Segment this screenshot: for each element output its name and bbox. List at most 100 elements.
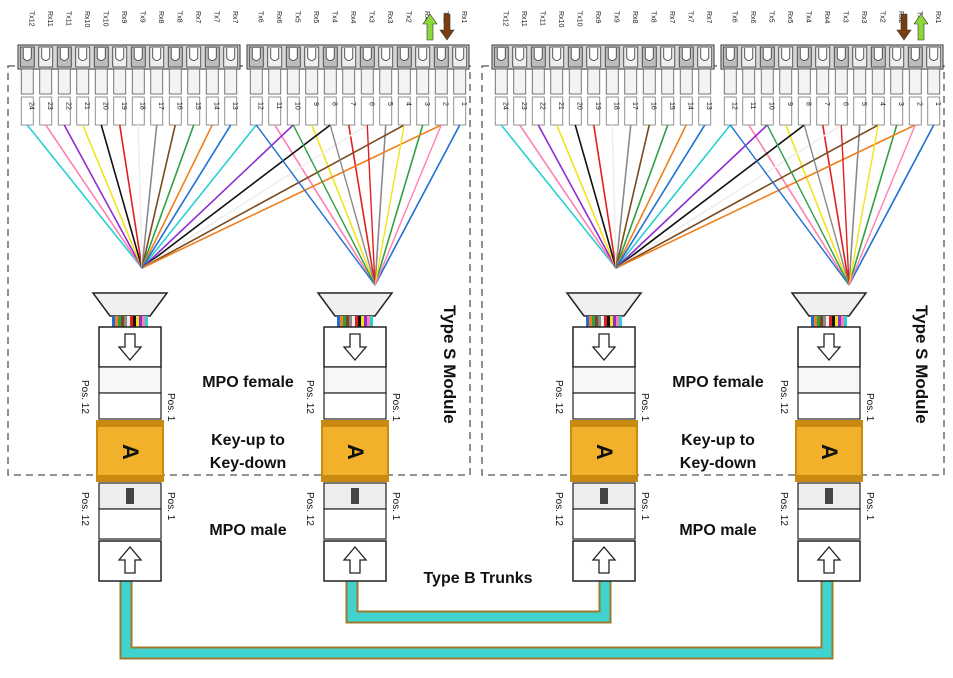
key-up-label: Key-up to [211,432,285,449]
arrow-up-icon [342,545,368,574]
lc-connector [224,68,238,95]
fiber-strand [848,124,861,286]
arrow-down-icon [591,333,617,362]
lc-connector [150,68,164,95]
port-label: Rx7 [668,11,675,24]
port-label: Rx4 [349,11,356,24]
ribbon-fiber [586,316,589,327]
fiber-strand [329,124,376,286]
port-label: Tx9 [138,11,145,23]
fiber-strand [100,124,143,269]
fiber-number: 10 [767,102,774,110]
fiber-number: 22 [64,102,71,110]
adapter-ridge [796,421,862,427]
fiber-strand [785,124,850,286]
fiber-strand [748,124,850,286]
adapter-ridge [322,475,388,481]
fiber-strand [500,124,617,269]
lc-connector [360,68,374,95]
lc-connector [494,68,508,95]
ribbon-fiber [604,316,607,327]
type-b-trunks-label: Type B Trunks [423,570,532,587]
lc-connector [679,68,693,95]
lc-latch [381,48,391,61]
port-label: Rx2 [423,11,430,24]
lc-latch [781,48,791,61]
arrow-up-icon [816,545,842,574]
arrow-up-icon [913,13,929,41]
fiber-number: 20 [575,102,582,110]
type-s-module-left: Tx1224Rx1123Tx1122Rx1021Tx1020Rx919Tx918… [7,11,471,582]
adapter-ridge [97,421,163,427]
ribbon-fiber [841,316,844,327]
arrow-down-icon [117,333,143,362]
arrow-up-icon [117,545,143,574]
fiber-strand [374,124,461,286]
lc-connector [834,68,848,95]
lc-latch [929,48,939,61]
lc-connector [797,68,811,95]
fiber-number: 9 [312,102,319,106]
fiber-number: 21 [83,102,90,110]
lc-adapter-block [246,44,470,70]
lc-latch [362,48,372,61]
mpo-female-ferrule [323,366,387,394]
diagram-labels: MPO female Key-up to Key-down MPO male M… [202,305,931,587]
lc-connector [187,68,201,95]
port-label: Rx5 [312,11,319,24]
lc-connector [286,68,300,95]
key-up-label: Key-up to [681,432,755,449]
port-label: Tx11 [538,11,545,26]
mpo-female-label: MPO female [202,374,294,391]
port-label: Rx7 [705,11,712,24]
fiber-strand [137,124,143,269]
lc-connector [434,68,448,95]
fanout-boot [565,292,643,317]
lc-latch [59,48,69,61]
port-label: Rx7 [231,11,238,24]
port-label: Tx5 [293,11,300,23]
lc-latch [589,48,599,61]
lc-latch [96,48,106,61]
ribbon-fiber [838,316,841,327]
fiber-strand [141,124,405,269]
pos-1-label: Pos. 1 [639,393,650,422]
fiber-number: 6 [367,102,374,106]
fiber-strand [255,124,376,286]
fiber-number: 1 [934,102,941,106]
lc-latch [170,48,180,61]
fiber-number: 20 [101,102,108,110]
lc-connector [642,68,656,95]
fiber-number: 14 [212,102,219,110]
fiber-strand [63,124,143,269]
fiber-number: 17 [157,102,164,110]
port-label: Rx11 [520,11,527,27]
fiber-number: 12 [256,102,263,110]
pos-12-label: Pos. 12 [304,380,315,414]
fiber-number: 16 [649,102,656,110]
port-label: Rx1 [460,11,467,24]
lc-latch [251,48,261,61]
port-label: Tx8 [175,11,182,23]
mpo-male-housing [797,508,861,540]
mpo-male-housing [572,508,636,540]
fiber-strand [574,124,617,269]
ribbon-fiber [145,316,148,327]
port-label: Rx9 [594,11,601,24]
port-label: Rx7 [194,11,201,24]
ribbon-fiber [814,316,817,327]
port-label: Tx5 [767,11,774,23]
fiber-strand [141,124,257,269]
ribbon-fiber [136,316,139,327]
lc-latch [22,48,32,61]
fiber-number: 12 [730,102,737,110]
trunk-cables [119,578,834,660]
lc-latch [133,48,143,61]
fiber-number: 19 [120,102,127,110]
ribbon-fiber [139,316,142,327]
ribbon-fiber [589,316,592,327]
lc-latch [725,48,735,61]
fiber-number: 9 [786,102,793,106]
lc-connector [20,68,34,95]
